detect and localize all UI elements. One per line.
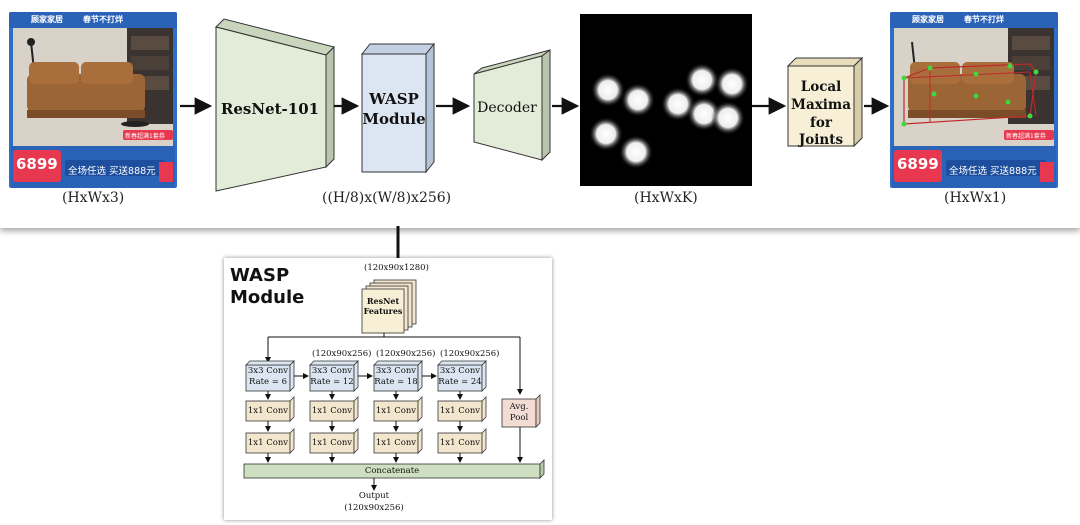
resnet-features-dim: (120x90x1280) <box>364 263 429 273</box>
wasp-block <box>360 42 436 174</box>
ad-brand-output: 顾家家居 <box>912 15 944 24</box>
avgpool-line1: Avg. <box>509 402 529 412</box>
resnet-block <box>215 18 335 192</box>
ad-banner-output: 全场任选 买送888元 <box>949 166 1037 177</box>
maxima-line1: Local <box>800 79 842 95</box>
conv-rate18-line2: Rate = 18 <box>374 377 418 387</box>
ad-brand: 顾家家居 <box>31 15 63 24</box>
output-dim-label: (HxWx1) <box>944 190 1007 206</box>
resnet-features-line2: Features <box>363 306 403 316</box>
wasp-panel-title: WASP Module <box>230 265 305 308</box>
wasp-label-line1: WASP <box>369 90 419 108</box>
heatmap-image <box>580 14 752 186</box>
input-image: 顾家家居 春节不打烊 6899 全场任选 买送888元 新春超满1套券 <box>9 12 177 188</box>
ad-coupon: 新春超满1套券 <box>125 133 165 140</box>
conv1x1-b1: 1x1 Conv <box>311 406 353 416</box>
wasp-detail-panel: WASP Module <box>224 258 552 520</box>
wasp-dim-label: ((H/8)x(W/8)x256) <box>322 190 452 206</box>
conv-rate18-line1: 3x3 Conv <box>375 366 417 376</box>
conv-rate12-line1: 3x3 Conv <box>311 366 353 376</box>
concatenate-label: Concatenate <box>364 466 420 476</box>
output-image: 顾家家居 春节不打烊 6899 全场任选 买送888元 新春超满1套券 <box>890 12 1058 188</box>
local-maxima-block <box>786 56 864 148</box>
conv1x1-c1: 1x1 Conv <box>375 406 417 416</box>
ad-slogan: 春节不打烊 <box>83 15 123 24</box>
conv-rate6-line1: 3x3 Conv <box>247 366 289 376</box>
conv-rate12-line2: Rate = 12 <box>310 377 354 387</box>
resnet-features-line1: ResNet <box>366 296 400 306</box>
conv1x1-d1: 1x1 Conv <box>439 406 481 416</box>
ad-price: 6899 <box>16 155 58 173</box>
avgpool-line2: Pool <box>509 413 529 423</box>
conv1x1-a2: 1x1 Conv <box>247 438 289 448</box>
input-dim-label: (HxWx3) <box>62 190 125 206</box>
conv1x1-c2: 1x1 Conv <box>375 438 417 448</box>
ad-price-output: 6899 <box>897 155 939 173</box>
pipeline-arrows <box>180 97 890 259</box>
branch2-dim: (120x90x256) <box>312 349 372 359</box>
heatmap-dim-label: (HxWxK) <box>634 190 698 206</box>
decoder-label: Decoder <box>477 100 537 116</box>
conv-rate24-line2: Rate = 24 <box>438 377 482 387</box>
maxima-line3: for Joints <box>798 115 844 148</box>
wasp-label-line2: Module <box>362 110 426 128</box>
decoder-block <box>473 49 551 162</box>
maxima-line2: Maxima <box>791 97 851 113</box>
branch4-dim: (120x90x256) <box>440 349 500 359</box>
ad-slogan-output: 春节不打烊 <box>964 15 1004 24</box>
resnet-label: ResNet-101 <box>220 100 320 118</box>
conv1x1-a1: 1x1 Conv <box>247 406 289 416</box>
conv-rate24-line1: 3x3 Conv <box>439 366 481 376</box>
conv1x1-b2: 1x1 Conv <box>311 438 353 448</box>
branch3-dim: (120x90x256) <box>376 349 436 359</box>
conv1x1-d2: 1x1 Conv <box>439 438 481 448</box>
ad-banner: 全场任选 买送888元 <box>68 166 156 177</box>
ad-coupon-output: 新春超满1套券 <box>1006 133 1046 140</box>
conv-rate6-line2: Rate = 6 <box>248 377 288 387</box>
output-dim: (120x90x256) <box>344 503 404 513</box>
output-label: Output <box>358 491 390 501</box>
wasp-diagram <box>243 279 545 491</box>
